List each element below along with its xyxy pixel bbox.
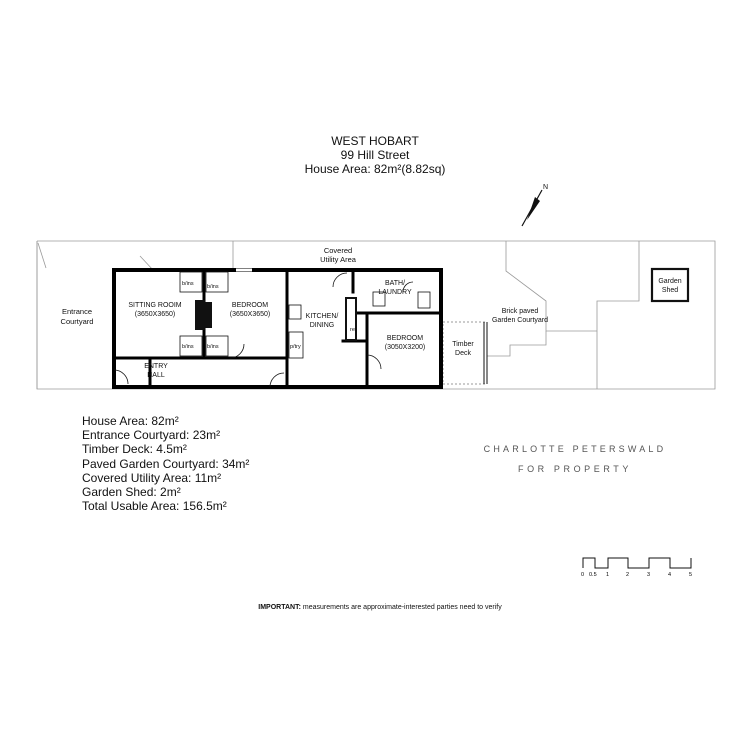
- windows: [236, 268, 435, 285]
- entrance-label-2: Courtyard: [61, 317, 94, 326]
- agency-tagline: FOR PROPERTY: [517, 464, 633, 474]
- scale-bar: 0 0.5 1 2 3 4 5: [581, 557, 692, 578]
- timber-deck-label-1: Timber: [452, 341, 474, 348]
- fixture-labels: b/ins b/ins b/ins b/ins p/try ref: [182, 281, 357, 350]
- area-covered-utility: Covered Utility Area: 11m²: [82, 470, 222, 485]
- scale-tick: 0: [581, 572, 584, 578]
- lot-boundary: [36, 240, 716, 390]
- entrance-label-1: Entrance: [62, 307, 92, 316]
- covered-utility-label-2: Utility Area: [320, 255, 357, 264]
- entry-hall-label-1: ENTRY: [144, 363, 168, 370]
- area-paved-courtyard: Paved Garden Courtyard: 34m²: [82, 456, 250, 471]
- fireplace: [195, 300, 205, 330]
- builtin-label: b/ins: [207, 284, 219, 290]
- door-swings: [113, 272, 414, 388]
- agency-name: CHARLOTTE PETERSWALD: [483, 444, 667, 454]
- scale-tick: 1: [606, 572, 609, 578]
- area-garden-shed: Garden Shed: 2m²: [82, 485, 181, 500]
- garden-shed-label-1: Garden: [658, 278, 681, 285]
- fridge-label: ref: [350, 327, 357, 333]
- disclaimer-text: measurements are approximate-interested …: [300, 604, 502, 611]
- area-entrance-courtyard: Entrance Courtyard: 23m²: [82, 428, 221, 443]
- scale-tick: 5: [689, 572, 692, 578]
- scale-tick: 0.5: [589, 572, 597, 578]
- bedroom-2-label: BEDROOM: [387, 335, 423, 342]
- suburb-title: WEST HOBART: [331, 134, 419, 148]
- garden-shed-label-2: Shed: [662, 287, 678, 294]
- sitting-room-dims: (3650X3650): [135, 311, 175, 318]
- fireplace: [204, 302, 212, 328]
- builtin-label: b/ins: [182, 281, 194, 287]
- bedroom-2-dims: (3050X3200): [385, 344, 425, 351]
- kitchen-label-1: KITCHEN/: [306, 313, 339, 320]
- north-arrow-icon: N: [521, 184, 548, 227]
- entry-hall-label-2: HALL: [147, 372, 165, 379]
- builtin-label: b/ins: [182, 344, 194, 350]
- scale-tick: 3: [647, 572, 650, 578]
- bedroom-1-label: BEDROOM: [232, 302, 268, 309]
- scale-tick: 4: [668, 572, 671, 578]
- plan-header: WEST HOBART 99 Hill Street House Area: 8…: [0, 134, 750, 176]
- area-summary: House Area: 82m² Entrance Courtyard: 23m…: [82, 414, 249, 513]
- sitting-room-label: SITTING ROOIM: [128, 302, 181, 309]
- street-address: 99 Hill Street: [340, 148, 410, 162]
- kitchen-label-2: DINING: [310, 322, 335, 329]
- north-label: N: [543, 184, 548, 191]
- builtin-label: b/ins: [207, 344, 219, 350]
- agency-brand: CHARLOTTE PETERSWALD FOR PROPERTY: [470, 444, 680, 474]
- area-house: House Area: 82m²: [82, 414, 179, 428]
- room-labels: Covered Utility Area Entrance Courtyard …: [61, 246, 682, 379]
- scale-ticks: 0 0.5 1 2 3 4 5: [581, 572, 692, 578]
- garden-shed: [650, 267, 690, 303]
- covered-utility-label-1: Covered: [324, 246, 352, 255]
- timber-deck-posts: [483, 322, 488, 384]
- timber-deck-label-2: Deck: [455, 350, 471, 357]
- bedroom-1-dims: (3650X3650): [230, 311, 270, 318]
- kitchen-island: [345, 297, 357, 341]
- built-ins: [179, 271, 431, 359]
- bath-label-1: BATH/: [385, 280, 405, 287]
- disclaimer-strong: IMPORTANT:: [258, 604, 301, 611]
- house-area-header: House Area: 82m²(8.82sq): [304, 162, 446, 176]
- area-total: Total Usable Area: 156.5m²: [82, 499, 227, 514]
- pantry-label: p/try: [290, 344, 301, 350]
- brick-courtyard-label-1: Brick paved: [502, 308, 539, 315]
- area-timber-deck: Timber Deck: 4.5m²: [82, 442, 187, 457]
- scale-tick: 2: [626, 572, 629, 578]
- bath-label-2: LAUNDRY: [378, 289, 412, 296]
- house-walls: [112, 268, 443, 389]
- disclaimer: IMPORTANT: measurements are approximate-…: [0, 604, 750, 611]
- brick-courtyard-label-2: Garden Courtyard: [492, 317, 548, 324]
